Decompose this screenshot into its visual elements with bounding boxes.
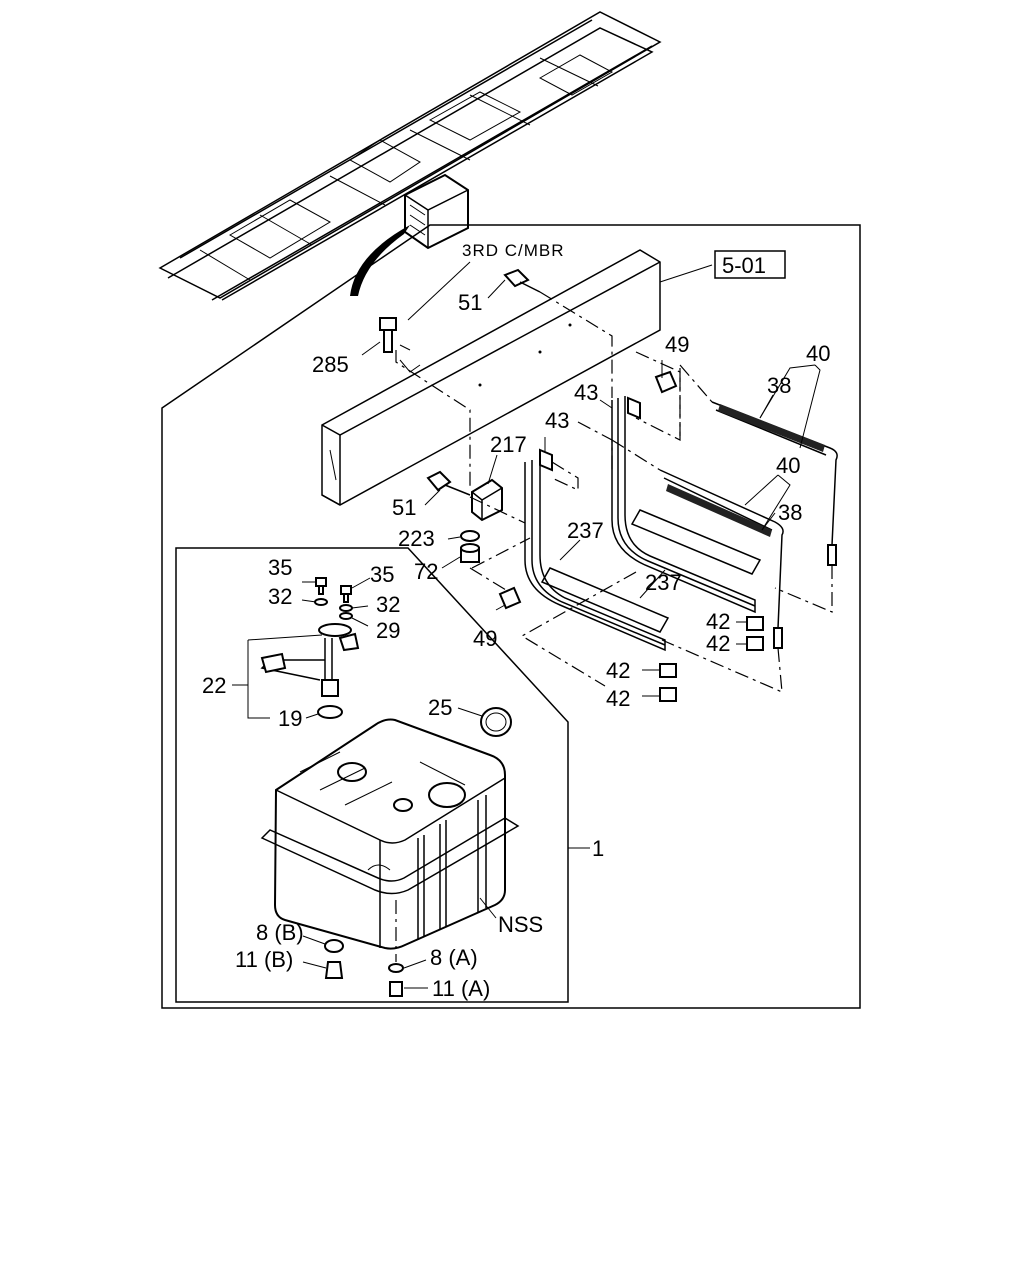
rod-40-upper [711, 401, 838, 566]
label-part-72: 72 [414, 559, 438, 584]
nut-49-bottom [498, 586, 522, 610]
label-part-32: 32 [376, 592, 400, 617]
part-labels: 3RD C/MBR 51 285 49 40 38 43 43 217 40 3… [202, 241, 830, 1001]
tank-inset-frame [175, 547, 569, 1003]
label-part-285: 285 [312, 352, 349, 377]
label-part-51: 51 [392, 495, 416, 520]
fuel-tank [260, 718, 520, 950]
label-part-40: 40 [776, 453, 800, 478]
label-part-237: 237 [645, 570, 682, 595]
sender-unit [260, 623, 360, 719]
strap-43-rear [611, 396, 756, 614]
crossmember-label: 3RD C/MBR [462, 241, 565, 260]
label-part-51: 51 [458, 290, 482, 315]
pad-237-front [540, 567, 670, 633]
crossmember [321, 249, 661, 506]
label-part-42: 42 [606, 658, 630, 683]
strap-43-front [524, 448, 666, 652]
bolt-51-left [426, 470, 471, 496]
nut-49-top [654, 370, 678, 394]
label-part-22: 22 [202, 673, 226, 698]
label-part-223: 223 [398, 526, 435, 551]
label-part-42: 42 [606, 686, 630, 711]
label-part-43: 43 [574, 380, 598, 405]
label-part-19: 19 [278, 706, 302, 731]
reference-box: 5-01 [714, 250, 786, 279]
label-part-38: 38 [767, 373, 791, 398]
drain-parts [324, 900, 404, 997]
label-part-237: 237 [567, 518, 604, 543]
nut-72 [460, 543, 480, 563]
label-part-1: 1 [592, 836, 604, 861]
label-part-42: 42 [706, 631, 730, 656]
nut-42-group [659, 616, 764, 702]
label-part-42: 42 [706, 609, 730, 634]
bolt-285 [379, 317, 397, 353]
label-part-nss: NSS [498, 912, 543, 937]
label-part-25: 25 [428, 695, 452, 720]
label-part-8a: 8 (A) [430, 945, 478, 970]
label-part-49: 49 [665, 332, 689, 357]
detail-frame [161, 224, 861, 1009]
washer-223 [460, 530, 480, 542]
pad-237-rear [630, 509, 762, 575]
bracket-217 [471, 478, 503, 522]
label-part-38: 38 [778, 500, 802, 525]
chassis-frame-overview [158, 11, 662, 301]
label-part-11a: 11 (A) [432, 976, 490, 1001]
label-part-49: 49 [473, 626, 497, 651]
label-part-217: 217 [490, 432, 527, 457]
label-part-8b: 8 (B) [256, 920, 304, 945]
filler-cap-25 [480, 707, 512, 737]
label-part-40: 40 [806, 341, 830, 366]
ref-box-label: 5-01 [722, 253, 766, 278]
label-part-35: 35 [370, 562, 394, 587]
bolt-51-top [503, 268, 541, 293]
label-part-32: 32 [268, 584, 292, 609]
label-part-35: 35 [268, 555, 292, 580]
label-leaders [232, 261, 821, 989]
rod-40-lower [659, 469, 784, 649]
assembly-lines [395, 291, 833, 693]
label-part-11b: 11 (B) [235, 947, 293, 972]
label-part-29: 29 [376, 618, 400, 643]
label-part-43: 43 [545, 408, 569, 433]
